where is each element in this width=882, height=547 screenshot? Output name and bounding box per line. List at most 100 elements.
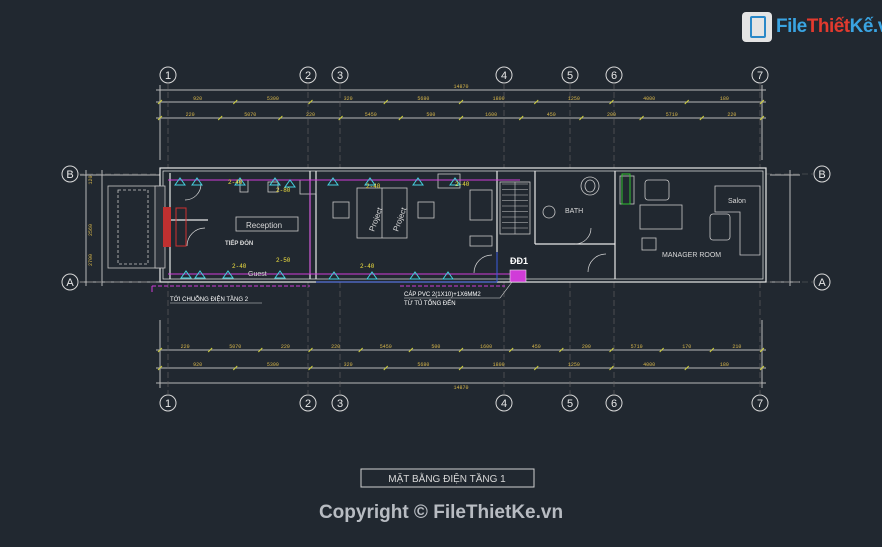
red-cabinet: [175, 207, 187, 247]
room-label-bath: BATH: [565, 208, 583, 215]
dimension-value: 5300: [267, 362, 279, 368]
dimension-value: 500: [431, 344, 440, 350]
logo-icon: [742, 12, 772, 42]
note-cable-2: TỪ TỦ TỔNG ĐẾN: [404, 300, 456, 307]
drawing-title: MẶT BẰNG ĐIỆN TẦNG 1: [388, 472, 506, 485]
fixture-label: 2-40: [228, 179, 243, 186]
dimension-value: 5300: [267, 96, 279, 102]
axis-label: 3: [337, 70, 343, 82]
staircase: [502, 182, 528, 234]
room-label-project-2: Project: [391, 205, 408, 232]
logo-text-suffix: .vn: [872, 16, 882, 37]
room-label-manager: MANAGER ROOM: [662, 252, 721, 259]
axis-label: 7: [757, 70, 763, 82]
dimension-lines-bottom: [156, 320, 766, 388]
light-icon: [284, 179, 296, 188]
dimension-value: 220: [331, 344, 340, 350]
dimension-lines-top: [156, 85, 766, 160]
logo-text: FileThiếtKế.vn: [776, 16, 882, 38]
dimension-value: 320: [344, 362, 353, 368]
axis-label: B: [66, 169, 73, 181]
light-icon: [449, 177, 461, 186]
dimension-value: 920: [193, 96, 202, 102]
room-labels: Reception TIẾP ĐÓN Project Project BATH …: [225, 198, 746, 278]
dimension-value: 5710: [666, 112, 678, 118]
electrical-wiring: [151, 179, 520, 292]
light-icon: [194, 270, 206, 279]
dimension-total-top: 14870: [453, 84, 468, 90]
dimension-value: 5450: [365, 112, 377, 118]
fixture-label: 2-40: [232, 263, 247, 270]
room-label-reception: Reception: [246, 221, 282, 230]
axis-label: 6: [611, 70, 617, 82]
light-icon: [274, 270, 286, 279]
dimension-value: 200: [582, 344, 591, 350]
panel-label: ĐĐ1: [510, 256, 528, 266]
dimension-lines-left: [80, 170, 800, 286]
dimension-value: 5070: [244, 112, 256, 118]
fixture-label: 2-40: [455, 181, 470, 188]
notes: TỚI CHUỖNG ĐIỆN TẦNG 2 CÁP PVC 2(1X10)+1…: [170, 291, 481, 307]
light-icon: [234, 177, 246, 186]
dimension-value: 5710: [631, 344, 643, 350]
axis-label: 2: [305, 398, 311, 410]
dimension-value-left: 2700: [88, 254, 94, 266]
room-label-salon: Salon: [728, 198, 746, 205]
axis-label: 3: [337, 398, 343, 410]
dimension-value: 450: [547, 112, 556, 118]
axis-label: 4: [501, 398, 507, 410]
dimension-value: 500: [426, 112, 435, 118]
dimension-value-left: 2560: [88, 224, 94, 236]
room-label-guest: Guest: [248, 271, 267, 278]
dimension-value: 4000: [643, 96, 655, 102]
light-icon: [412, 177, 424, 186]
electrical-panel: [509, 269, 527, 283]
dimension-value: 5450: [380, 344, 392, 350]
axis-label: A: [66, 277, 74, 289]
light-icon: [366, 271, 378, 280]
dimension-value: 1800: [493, 362, 505, 368]
dimension-value: 1800: [493, 96, 505, 102]
light-icon: [409, 271, 421, 280]
light-icon: [327, 177, 339, 186]
dimension-value: 1250: [568, 362, 580, 368]
note-cable: CÁP PVC 2(1X10)+1X6MM2: [404, 291, 481, 298]
dimension-value: 220: [727, 112, 736, 118]
fixture-label: 2-40: [360, 263, 375, 270]
dimension-value: 220: [181, 344, 190, 350]
axis-label: B: [818, 169, 825, 181]
light-icon: [191, 177, 203, 186]
light-icon: [442, 271, 454, 280]
dimension-value: 920: [193, 362, 202, 368]
dimension-value: 220: [281, 344, 290, 350]
green-cabinet: [621, 173, 631, 205]
dimension-value: 210: [732, 344, 741, 350]
dimension-value: 1600: [480, 344, 492, 350]
axis-label: 2: [305, 70, 311, 82]
axis-label: 5: [567, 70, 573, 82]
dimension-value: 220: [186, 112, 195, 118]
dimension-value: 450: [532, 344, 541, 350]
fixture-label: 2-40: [366, 183, 381, 190]
dimension-value-left: 120: [88, 175, 94, 184]
room-label-tiep-don: TIẾP ĐÓN: [225, 239, 253, 247]
logo-text-main: File: [776, 16, 807, 37]
axis-grid-lines: [78, 83, 814, 395]
dimension-value: 5680: [417, 362, 429, 368]
light-icon: [180, 270, 192, 279]
note-to-floor2: TỚI CHUỖNG ĐIỆN TẦNG 2: [170, 295, 249, 303]
bath-fixtures: [542, 176, 600, 219]
title-box: [360, 468, 535, 488]
dimension-value: 4000: [643, 362, 655, 368]
stair-red-block: [163, 207, 171, 247]
tick-marks: [157, 99, 765, 371]
axis-label: 1: [165, 398, 171, 410]
fixture-label: 2-80: [276, 187, 291, 194]
light-icon: [222, 270, 234, 279]
axis-label: 5: [567, 398, 573, 410]
site-logo: FileThiếtKế.vn: [742, 12, 882, 42]
